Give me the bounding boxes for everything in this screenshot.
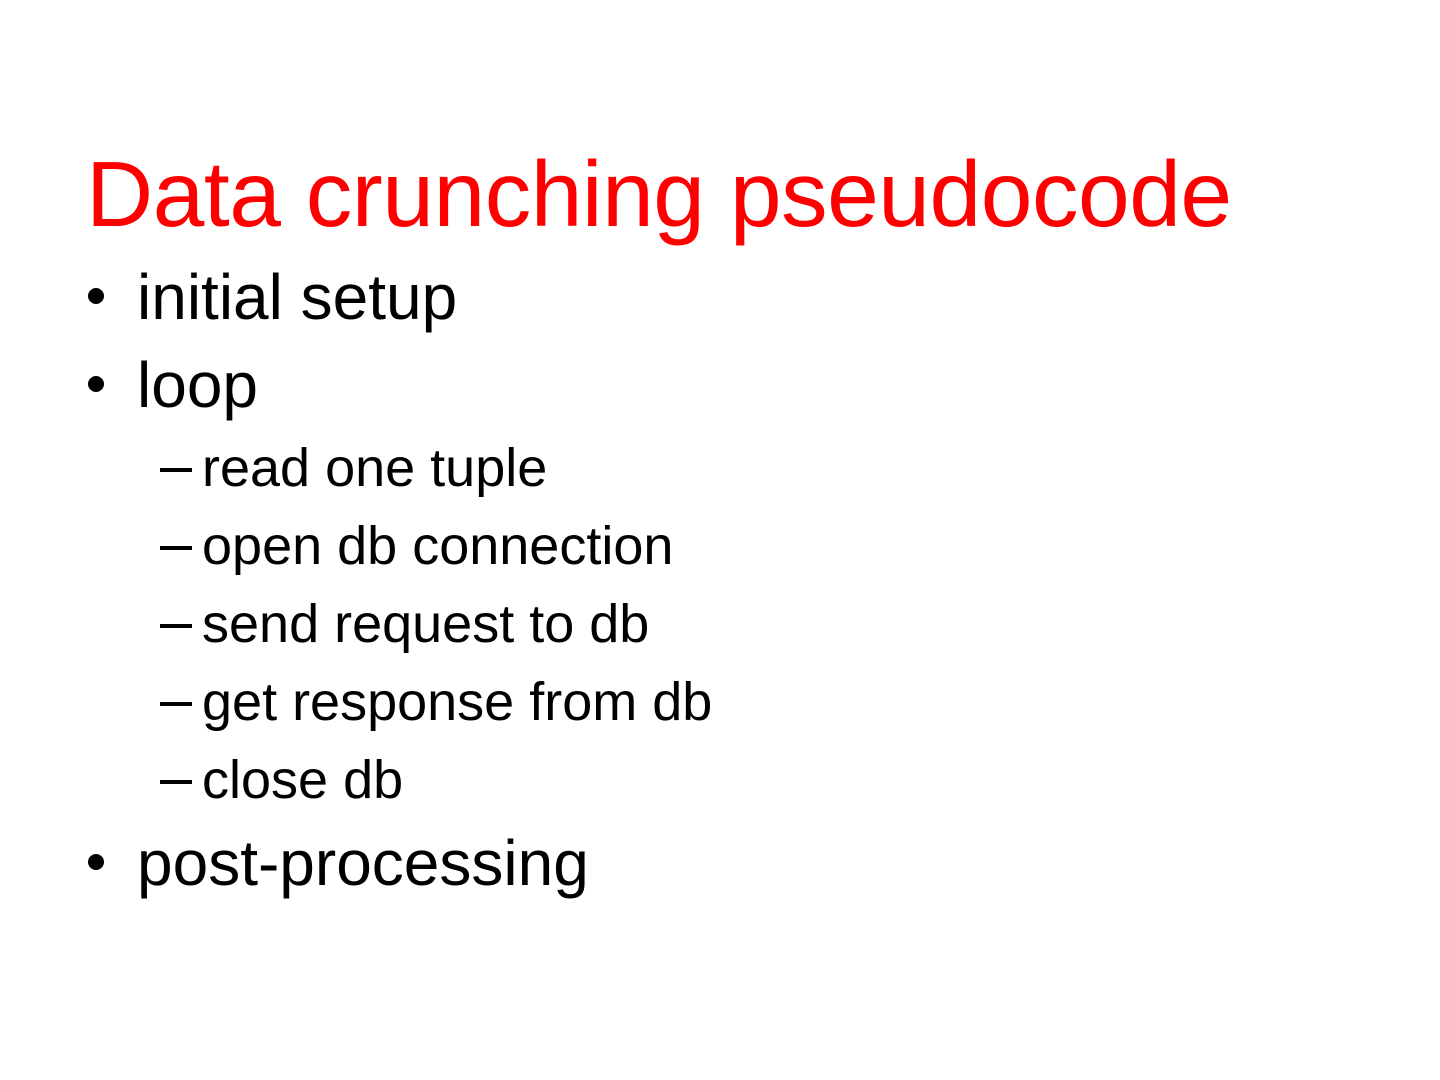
sub-bullet-item-label: open db connection	[202, 516, 674, 576]
filled-round-bullet-icon	[86, 258, 137, 336]
sub-bullet-item-label: send request to db	[202, 594, 650, 654]
sub-bullet-item-open-db-connection: open db connection	[0, 512, 1440, 590]
slide-body-list: initial setup loop read one tuple open d…	[0, 258, 1440, 912]
bullet-item-post-processing: post-processing	[0, 824, 1440, 912]
sub-bullet-item-send-request-to-db: send request to db	[0, 590, 1440, 668]
bullet-item-label: post-processing	[137, 827, 589, 899]
sub-bullet-item-label: get response from db	[202, 672, 713, 732]
bullet-item-initial-setup: initial setup	[0, 258, 1440, 346]
filled-round-bullet-icon	[86, 824, 137, 902]
sub-bullet-item-get-response-from-db: get response from db	[0, 668, 1440, 746]
sub-bullet-item-label: read one tuple	[202, 438, 548, 498]
bullet-item-loop: loop	[0, 346, 1440, 434]
bullet-item-label: loop	[137, 349, 258, 421]
sub-bullet-item-read-one-tuple: read one tuple	[0, 434, 1440, 512]
slide-title: Data crunching pseudocode	[86, 142, 1232, 247]
filled-round-bullet-icon	[86, 346, 137, 424]
bullet-item-label: initial setup	[137, 261, 458, 333]
sub-bullet-item-close-db: close db	[0, 746, 1440, 824]
sub-bullet-item-label: close db	[202, 750, 404, 810]
